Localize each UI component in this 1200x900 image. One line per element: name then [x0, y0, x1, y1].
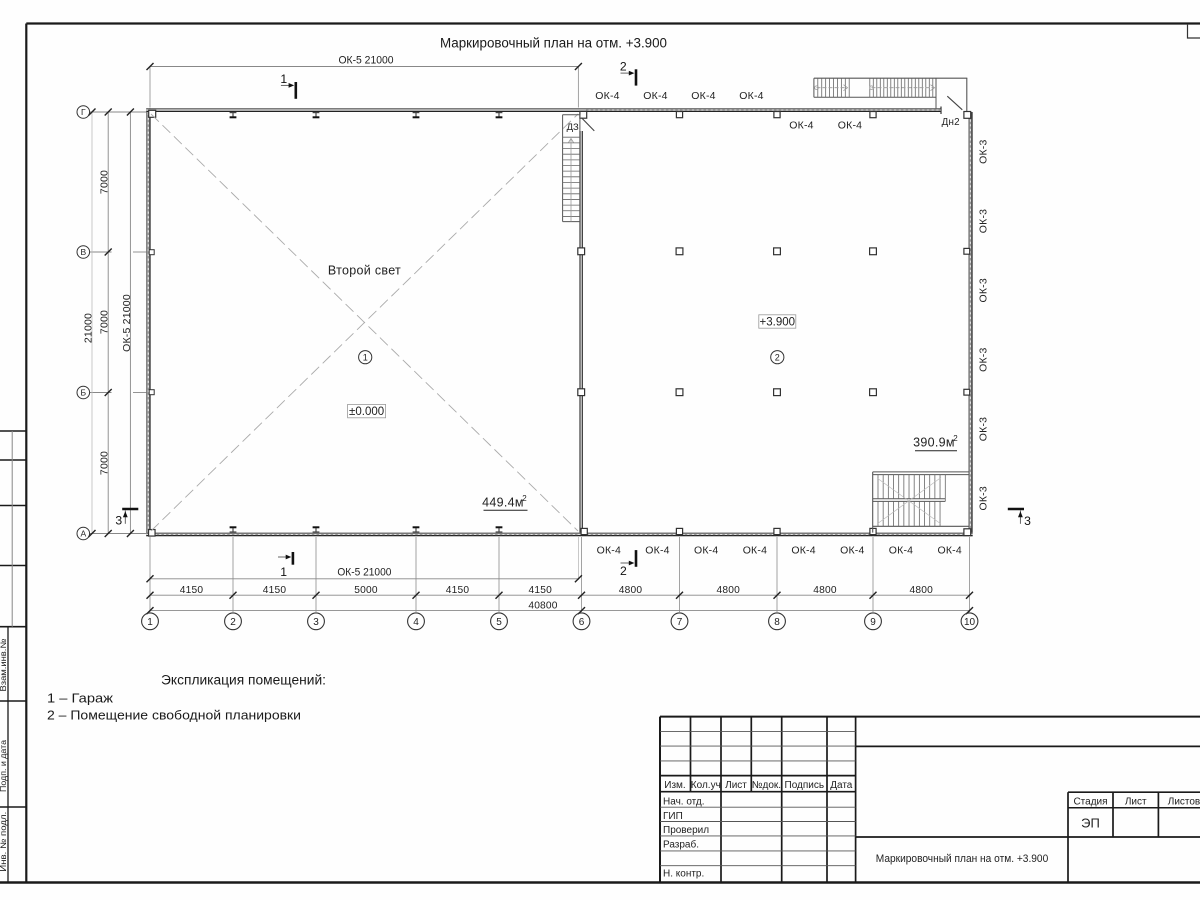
svg-text:ОК-4: ОК-4: [789, 119, 813, 131]
svg-text:Г: Г: [81, 107, 86, 117]
svg-text:Б: Б: [81, 388, 87, 398]
svg-text:3: 3: [115, 514, 122, 528]
svg-text:ОК-3: ОК-3: [978, 417, 990, 441]
svg-text:8: 8: [774, 617, 780, 628]
svg-text:6: 6: [579, 617, 585, 628]
svg-text:7000: 7000: [98, 451, 110, 475]
svg-text:4150: 4150: [180, 585, 204, 596]
svg-text:ОК-3: ОК-3: [978, 209, 990, 233]
svg-text:ГИП: ГИП: [663, 811, 683, 822]
svg-text:Стадия: Стадия: [1073, 796, 1107, 807]
svg-text:4150: 4150: [529, 585, 553, 596]
svg-text:Маркировочный план на отм. +3.: Маркировочный план на отм. +3.900: [440, 35, 667, 51]
svg-text:Инв. № подл.: Инв. № подл.: [0, 812, 8, 872]
svg-text:2: 2: [775, 353, 780, 363]
svg-text:21000: 21000: [82, 313, 94, 343]
svg-text:А: А: [80, 529, 86, 539]
svg-text:Проверил: Проверил: [663, 825, 709, 836]
svg-text:Маркировочный план на отм. +3.: Маркировочный план на отм. +3.900: [876, 853, 1049, 865]
svg-text:Дн2: Дн2: [942, 117, 960, 128]
svg-text:2: 2: [620, 564, 627, 578]
svg-text:+3.900: +3.900: [760, 316, 796, 328]
svg-text:ОК-4: ОК-4: [889, 544, 913, 556]
svg-text:1: 1: [280, 72, 287, 86]
svg-text:ОК-4: ОК-4: [595, 90, 619, 102]
svg-text:7: 7: [677, 617, 683, 628]
svg-text:Подпись: Подпись: [785, 780, 825, 791]
svg-text:ОК-5 21000: ОК-5 21000: [337, 567, 391, 579]
svg-text:449.4м: 449.4м: [482, 496, 524, 510]
svg-text:3: 3: [1024, 514, 1031, 528]
svg-text:ОК-3: ОК-3: [978, 278, 990, 302]
svg-text:ОК-4: ОК-4: [643, 90, 667, 102]
svg-text:2: 2: [522, 494, 527, 503]
svg-text:ОК-4: ОК-4: [838, 119, 862, 131]
svg-text:5: 5: [496, 617, 502, 628]
svg-text:ОК-4: ОК-4: [743, 544, 767, 556]
svg-text:ОК-4: ОК-4: [739, 90, 763, 102]
svg-text:ОК-4: ОК-4: [691, 90, 715, 102]
svg-text:Листов: Листов: [1168, 796, 1200, 807]
svg-text:Экспликация помещений:: Экспликация помещений:: [161, 672, 326, 687]
svg-text:9: 9: [870, 617, 876, 628]
svg-text:390.9м: 390.9м: [913, 436, 955, 450]
svg-text:ОК-3: ОК-3: [978, 139, 990, 163]
svg-text:Подп. и дата: Подп. и дата: [0, 739, 8, 792]
svg-text:4800: 4800: [813, 585, 837, 596]
svg-text:4: 4: [413, 617, 419, 628]
svg-text:2 – Помещение свободной планир: 2 – Помещение свободной планировки: [47, 707, 301, 722]
svg-text:Н. контр.: Н. контр.: [663, 869, 704, 880]
svg-text:Лист: Лист: [725, 780, 747, 791]
svg-text:Второй свет: Второй свет: [328, 264, 401, 278]
svg-text:4800: 4800: [717, 585, 741, 596]
svg-text:1: 1: [363, 353, 368, 363]
svg-text:2: 2: [230, 617, 236, 628]
svg-text:Лист: Лист: [1125, 796, 1147, 807]
svg-text:В: В: [80, 247, 86, 257]
svg-text:ОК-5 21000: ОК-5 21000: [121, 294, 133, 352]
svg-text:4800: 4800: [619, 585, 643, 596]
svg-text:2: 2: [953, 434, 958, 443]
svg-text:ОК-3: ОК-3: [978, 486, 990, 510]
svg-text:2: 2: [620, 60, 627, 74]
svg-text:ОК-4: ОК-4: [597, 544, 621, 556]
svg-text:Кол.уч: Кол.уч: [691, 780, 721, 791]
svg-text:1: 1: [280, 565, 287, 579]
svg-text:5000: 5000: [354, 585, 378, 596]
svg-text:4150: 4150: [446, 585, 470, 596]
svg-text:1: 1: [147, 617, 153, 628]
svg-text:Дата: Дата: [830, 780, 853, 791]
svg-text:7000: 7000: [98, 170, 110, 194]
svg-text:3: 3: [313, 617, 319, 628]
svg-text:40800: 40800: [528, 601, 557, 612]
svg-text:Изм.: Изм.: [664, 780, 685, 791]
svg-text:10: 10: [964, 617, 976, 628]
svg-text:ОК-4: ОК-4: [694, 544, 718, 556]
svg-text:ОК-4: ОК-4: [840, 544, 864, 556]
svg-text:±0.000: ±0.000: [349, 406, 384, 418]
svg-text:7000: 7000: [98, 310, 110, 334]
svg-text:ДЗ: ДЗ: [567, 122, 579, 133]
svg-text:ОК-5 21000: ОК-5 21000: [339, 55, 394, 67]
svg-text:ОК-4: ОК-4: [937, 544, 961, 556]
svg-text:ОК-4: ОК-4: [645, 544, 669, 556]
svg-text:Разраб.: Разраб.: [663, 838, 699, 850]
svg-text:1 – Гараж: 1 – Гараж: [47, 690, 114, 705]
svg-text:№док.: №док.: [752, 780, 781, 791]
svg-text:4150: 4150: [263, 585, 287, 596]
svg-text:ОК-3: ОК-3: [978, 347, 990, 371]
svg-text:Нач. отд.: Нач. отд.: [663, 797, 705, 808]
svg-text:4800: 4800: [910, 585, 934, 596]
svg-text:ОК-4: ОК-4: [791, 544, 815, 556]
svg-text:Взам.инв.№: Взам.инв.№: [0, 638, 8, 691]
svg-text:ЭП: ЭП: [1081, 816, 1100, 831]
